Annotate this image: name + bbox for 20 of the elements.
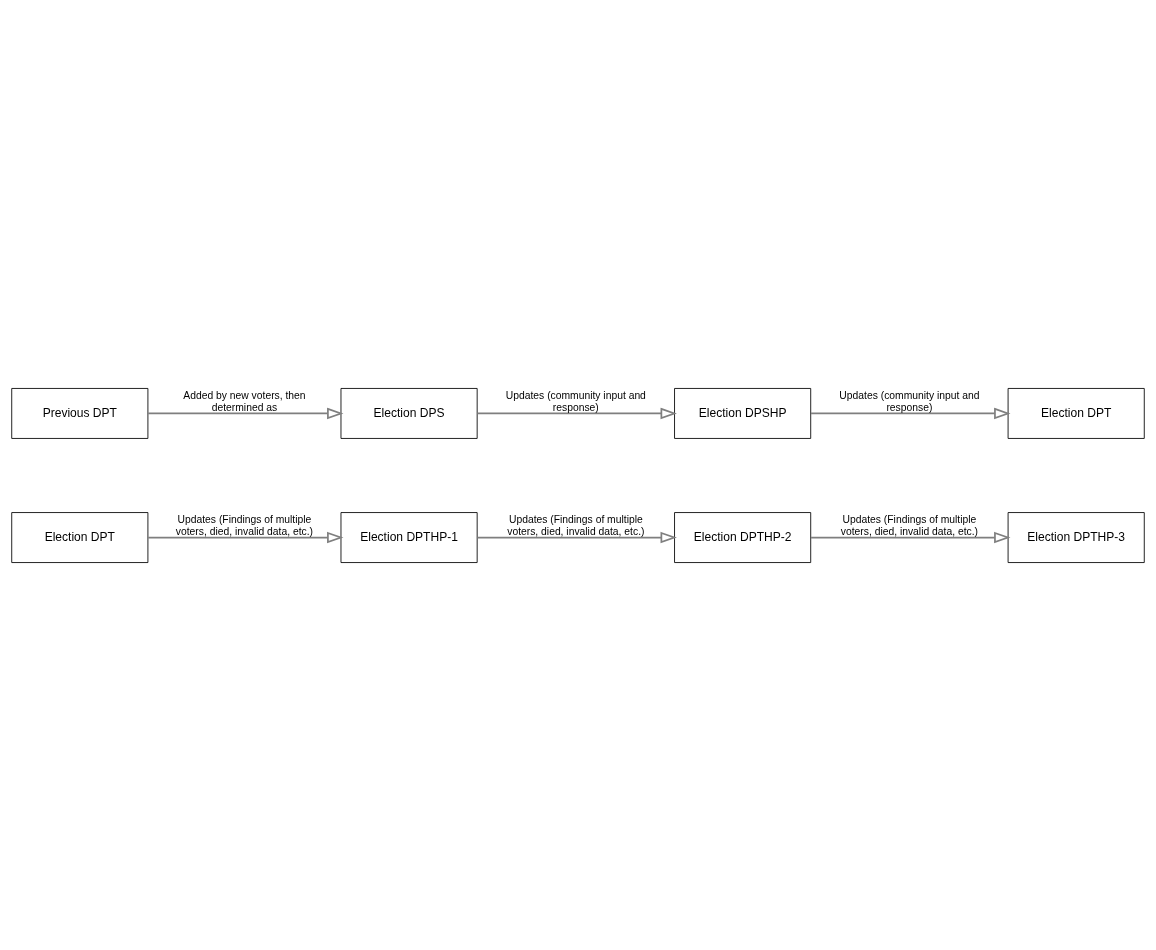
node-box: Election DPTHP-2 — [674, 511, 812, 563]
node-box: Previous DPT — [11, 387, 149, 439]
arrow — [147, 407, 344, 419]
edge-label: Added by new voters, then determined as — [183, 389, 306, 413]
arrow — [476, 407, 677, 419]
edge-label: Updates (Findings of multiple voters, died, invalid data, etc.) — [840, 513, 979, 537]
node-box: Election DPT — [1007, 387, 1145, 439]
edge-label: Updates (Findings of multiple voters, died, invalid data, etc.) — [175, 513, 314, 537]
arrow — [147, 531, 344, 543]
arrow — [476, 531, 677, 543]
node-box: Election DPTHP-3 — [1007, 511, 1145, 563]
node-box: Election DPTHP-1 — [340, 511, 478, 563]
node-box: Election DPS — [340, 387, 478, 439]
edge-label: Updates (community input and response) — [505, 389, 646, 413]
arrow — [810, 407, 1011, 419]
edge-label: Updates (Findings of multiple voters, died, invalid data, etc.) — [507, 513, 645, 537]
node-box: Election DPSHP — [674, 387, 812, 439]
arrow — [810, 531, 1011, 543]
edge-label: Updates (community input and response) — [839, 389, 980, 413]
node-box: Election DPT — [11, 511, 149, 563]
